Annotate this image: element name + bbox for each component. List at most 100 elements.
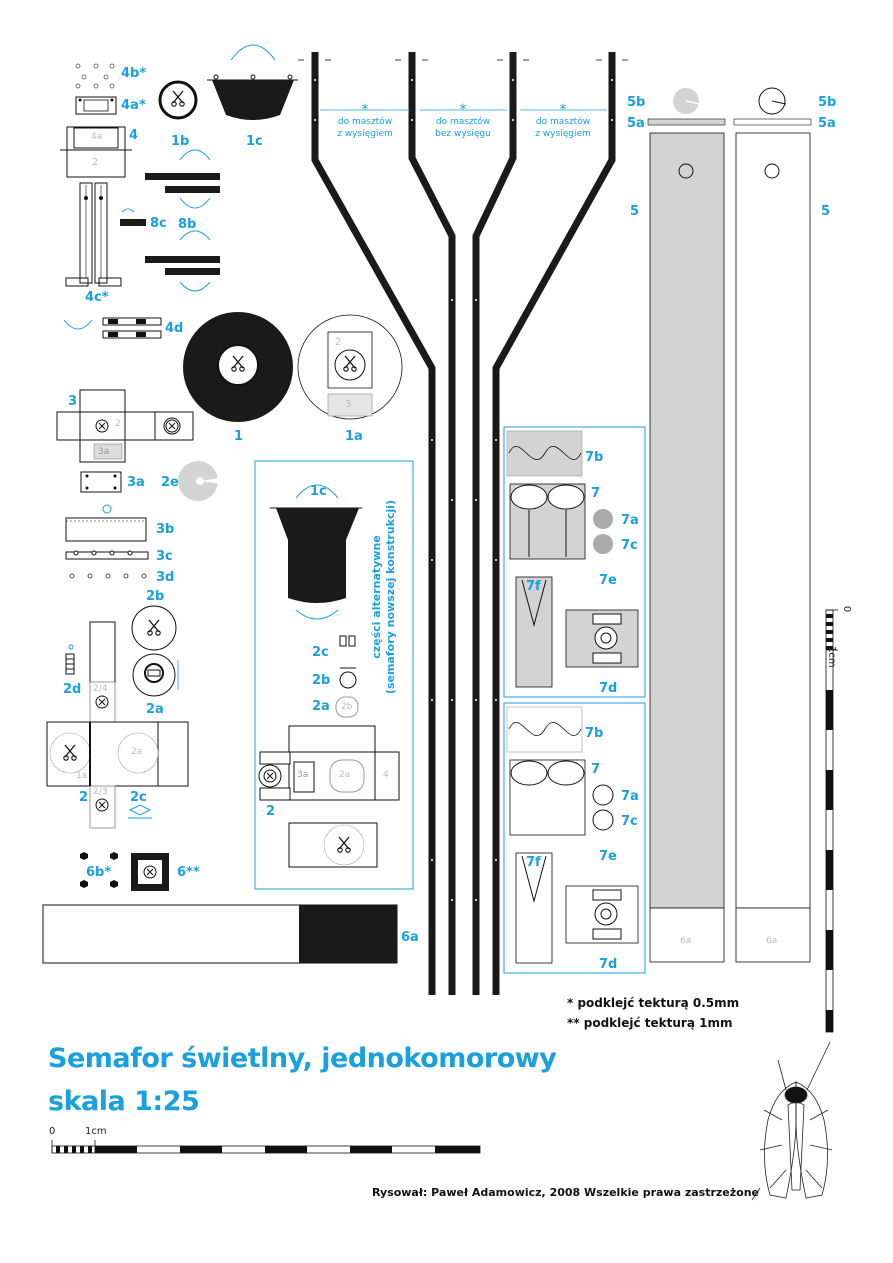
part-3c [65, 550, 149, 560]
note-thin-cardboard: * podklejć tekturą 0.5mm [567, 996, 740, 1010]
label-2d: 2d [63, 682, 82, 697]
part-5-left [647, 88, 726, 963]
alt-label-2a: 2a [312, 699, 330, 714]
part-3d [69, 573, 147, 579]
part-2d [65, 644, 75, 675]
label-7c-lower: 7c [621, 814, 638, 829]
part-1b [158, 80, 198, 120]
alt-label-2c: 2c [312, 645, 329, 660]
label-2a: 2a [146, 702, 164, 717]
horizontal-scale-bar [51, 1140, 481, 1154]
label-7f-upper: 7f [526, 579, 541, 594]
label-7a-lower: 7a [621, 789, 639, 804]
label-6b: 6b* [86, 865, 112, 880]
label-3b: 3b [156, 522, 175, 537]
mark-1a: 1a [76, 771, 88, 781]
part-3 [56, 389, 194, 463]
mark-2a: 2a [131, 747, 143, 757]
label-4b: 4b* [121, 66, 147, 81]
alternative-parts-box [254, 460, 414, 890]
mark-2-3b: 2/3 [93, 787, 108, 797]
label-7b-lower: 7b [585, 726, 604, 741]
mark-6a-right: 6a [766, 936, 778, 946]
label-6a: 6a [401, 930, 419, 945]
label-2e: 2e [161, 475, 179, 490]
mark-2-small: 2 [335, 337, 342, 348]
label-4d: 4d [165, 321, 184, 336]
label-4: 4 [129, 128, 139, 143]
part-2b [131, 605, 177, 651]
hscale-zero: 0 [49, 1126, 56, 1137]
label-2: 2 [79, 790, 89, 805]
label-5-left: 5 [630, 204, 640, 219]
part-2-net [46, 621, 189, 829]
label-4c: 4c* [85, 290, 109, 305]
mast-lines [311, 52, 616, 995]
alt-mark-2b: 2b [341, 702, 353, 712]
label-1: 1 [234, 429, 244, 444]
mast-dots [314, 79, 613, 901]
alt-label-2: 2 [266, 804, 276, 819]
mark-3a: 3a [98, 447, 110, 457]
label-5b-right: 5b [818, 95, 837, 110]
label-1b: 1b [171, 134, 190, 149]
label-4a: 4a* [121, 98, 146, 113]
label-3: 3 [68, 394, 78, 409]
hscale-one: 1cm [85, 1126, 107, 1137]
part-4-frame [60, 126, 132, 178]
alt-mark-4: 4 [383, 770, 389, 780]
part-3b [65, 504, 147, 542]
note-thick-cardboard: ** podklejć tekturą 1mm [567, 1016, 733, 1030]
vscale-one: 1cm [826, 646, 837, 668]
part-4d [63, 317, 162, 339]
label-8c: 8c [150, 216, 167, 231]
alt-mark-2a: 2a [339, 770, 351, 780]
alternative-parts-note: części alternatywne(semafory nowszej kon… [370, 499, 397, 695]
credit-line: Rysował: Paweł Adamowicz, 2008 Wszelkie … [372, 1186, 760, 1199]
part-4a [75, 96, 117, 115]
label-8b: 8b [178, 217, 197, 232]
part-7-box-lower [503, 702, 646, 974]
insect-logo [751, 1041, 833, 1201]
page-subtitle: skala 1:25 [48, 1086, 200, 1117]
vertical-scale-bar [825, 609, 838, 1033]
label-7a-upper: 7a [621, 513, 639, 528]
part-2c [128, 804, 152, 819]
label-5b-left: 5b [627, 95, 646, 110]
label-7e-lower: 7e [599, 849, 617, 864]
part-7-box-upper [503, 426, 646, 698]
label-7c-upper: 7c [621, 538, 638, 553]
part-2e [178, 461, 220, 501]
label-5a-right: 5a [818, 116, 836, 131]
alt-label-2b: 2b [312, 673, 331, 688]
label-2b: 2b [146, 589, 165, 604]
label-7-upper: 7 [591, 486, 601, 501]
label-7-lower: 7 [591, 762, 601, 777]
part-1a-disc [297, 314, 403, 420]
label-7e-upper: 7e [599, 573, 617, 588]
mark-2: 2 [92, 157, 99, 168]
part-4b [75, 63, 115, 89]
part-3a [80, 471, 122, 493]
mark-6a-left: 6a [680, 936, 692, 946]
part-6 [131, 853, 169, 891]
alt-mark-3a: 3a [297, 770, 309, 780]
page-title: Semafor świetlny, jednokomorowy [48, 1043, 557, 1074]
part-5-right [733, 87, 812, 963]
label-5a-left: 5a [627, 116, 645, 131]
part-6b [80, 852, 118, 888]
label-6: 6** [177, 865, 200, 880]
part-2a [132, 653, 179, 697]
mark-3: 3 [345, 399, 352, 410]
label-7d-lower: 7d [599, 957, 618, 972]
label-5-right: 5 [821, 204, 831, 219]
part-6a [42, 904, 398, 964]
mark-2-3: 2 [115, 419, 121, 429]
alt-label-1c: 1c [310, 484, 327, 499]
mark-2-4: 2/4 [93, 684, 108, 694]
